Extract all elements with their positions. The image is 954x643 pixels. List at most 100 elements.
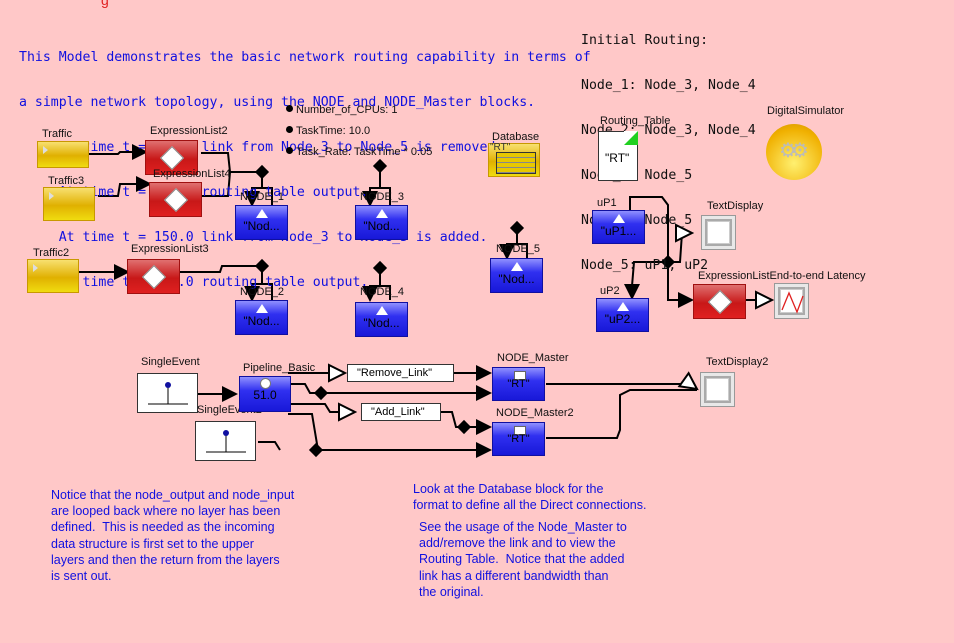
parameter-item[interactable]: Task_Rate: TaskTime * 0.05: [286, 145, 432, 166]
up2-block[interactable]: "uP2...: [596, 298, 649, 332]
node2-block[interactable]: "Nod...: [235, 300, 288, 335]
single-event2-block[interactable]: [195, 421, 256, 461]
description-line: At time t = 110.0 routing table output.: [59, 185, 369, 200]
traffic3-label: Traffic3: [48, 175, 85, 187]
routing-line: Node_1: Node_3, Node_4: [581, 78, 756, 93]
node-master2-block[interactable]: "RT": [492, 422, 545, 456]
node5-value: "Nod...: [498, 272, 535, 286]
database-block[interactable]: "RT": [488, 142, 540, 177]
traffic2-label: Traffic2: [33, 247, 70, 259]
exprlist4-label: ExpressionList4: [153, 168, 231, 180]
digital-simulator-block[interactable]: ⚙⚙: [766, 124, 822, 180]
up2-label: uP2: [600, 285, 620, 297]
node-master2-label: NODE_Master2: [496, 407, 574, 419]
exprlist3-label: ExpressionList3: [131, 243, 209, 255]
note-node-master: See the usage of the Node_Master to add/…: [419, 520, 627, 599]
pipeline-value: 51.0: [253, 388, 277, 402]
text-display-label: TextDisplay: [707, 200, 764, 212]
node2-label: NODE_2: [240, 286, 285, 298]
traffic-block[interactable]: [37, 141, 89, 168]
node-triangle-icon: [375, 209, 388, 218]
up2-value: "uP2...: [604, 312, 641, 326]
waveform-icon: [781, 291, 804, 314]
play-icon: [49, 192, 54, 200]
node-master2-value: "RT": [507, 433, 530, 445]
text-display2-label: TextDisplay2: [706, 356, 769, 368]
database-label: Database: [492, 131, 540, 143]
bullet-icon: [286, 105, 293, 112]
node3-block[interactable]: "Nod...: [355, 205, 408, 240]
parameter-text: Task_Rate: TaskTime * 0.05: [296, 146, 433, 158]
node-triangle-icon: [510, 262, 523, 271]
routing-table-block[interactable]: "RT": [598, 131, 638, 181]
node-triangle-icon: [612, 214, 625, 223]
model-description: This Model demonstrates the basic networ…: [19, 20, 591, 305]
node4-block[interactable]: "Nod...: [355, 302, 408, 337]
node1-label: NODE_1: [240, 191, 285, 203]
node5-block[interactable]: "Nod...: [490, 258, 543, 293]
bullet-icon: [286, 126, 293, 133]
node1-value: "Nod...: [243, 219, 280, 233]
digital-simulator-label: DigitalSimulator: [767, 105, 845, 117]
title-fragment: g: [101, 0, 109, 8]
node1-block[interactable]: "Nod...: [235, 205, 288, 240]
text-display2-block[interactable]: [700, 372, 735, 407]
node4-label: NODE_4: [360, 286, 405, 298]
node4-value: "Nod...: [363, 316, 400, 330]
model-parameters: Number_of_CPUs: 1 TaskTime: 10.0 Task_Ra…: [286, 103, 432, 166]
add-link-value: "Add_Link": [371, 406, 425, 418]
exprlist-latency-block[interactable]: [693, 284, 746, 319]
parameter-item[interactable]: Number_of_CPUs: 1: [286, 103, 432, 124]
page-corner-icon: [624, 131, 638, 145]
text-display-block[interactable]: [701, 215, 736, 250]
add-link-block[interactable]: "Add_Link": [361, 403, 441, 421]
routing-line: Initial Routing:: [581, 33, 709, 48]
refresh-icon: [260, 378, 271, 389]
traffic-label: Traffic: [42, 128, 72, 140]
play-icon: [33, 264, 38, 272]
gears-icon: ⚙⚙: [779, 140, 809, 162]
display-screen: [707, 379, 728, 400]
note-database: Look at the Database block for the forma…: [413, 482, 647, 513]
node3-label: NODE_3: [360, 191, 405, 203]
exprlist-latency-label: ExpressionListEnd-to-end Latency: [698, 270, 866, 282]
node-master-label: NODE_Master: [497, 352, 569, 364]
routing-line: Node_2: Node_3, Node_4: [581, 123, 756, 138]
node-triangle-icon: [255, 304, 268, 313]
bullet-icon: [286, 147, 293, 154]
node-master-value: "RT": [507, 378, 530, 390]
single-event-block[interactable]: [137, 373, 198, 413]
table-icon: [496, 152, 536, 174]
traffic2-block[interactable]: [27, 259, 79, 293]
diamond-icon: [163, 187, 188, 212]
traffic3-block[interactable]: [43, 187, 95, 221]
diamond-icon: [159, 145, 184, 170]
remove-link-block[interactable]: "Remove_Link": [347, 364, 454, 382]
node3-value: "Nod...: [363, 219, 400, 233]
exprlist2-block[interactable]: [145, 140, 198, 175]
exprlist3-block[interactable]: [127, 259, 180, 294]
impulse-icon: [206, 430, 246, 453]
node-master-block[interactable]: "RT": [492, 367, 545, 401]
pipeline-label: Pipeline_Basic: [243, 362, 316, 374]
description-line: At time t = 150.0 link from Node_3 to No…: [58, 230, 488, 245]
exprlist4-block[interactable]: [149, 182, 202, 217]
routing-table-value: "RT": [605, 151, 630, 165]
up1-block[interactable]: "uP1...: [592, 210, 645, 244]
node-triangle-icon: [375, 306, 388, 315]
node-triangle-icon: [616, 302, 629, 311]
diamond-icon: [707, 289, 732, 314]
pipeline-block[interactable]: 51.0: [239, 376, 291, 412]
parameter-text: TaskTime: 10.0: [296, 125, 371, 137]
note-loopback: Notice that the node_output and node_inp…: [51, 488, 295, 584]
parameter-item[interactable]: TaskTime: 10.0: [286, 124, 432, 145]
latency-plot-block[interactable]: [774, 283, 809, 319]
play-icon: [43, 146, 48, 154]
diamond-icon: [141, 264, 166, 289]
remove-link-value: "Remove_Link": [357, 367, 433, 379]
routing-line: Node_5: uP1, uP2: [581, 258, 709, 273]
node5-label: NODE_5: [496, 243, 541, 255]
list-icon: [514, 426, 526, 435]
description-line: This Model demonstrates the basic networ…: [19, 50, 591, 65]
